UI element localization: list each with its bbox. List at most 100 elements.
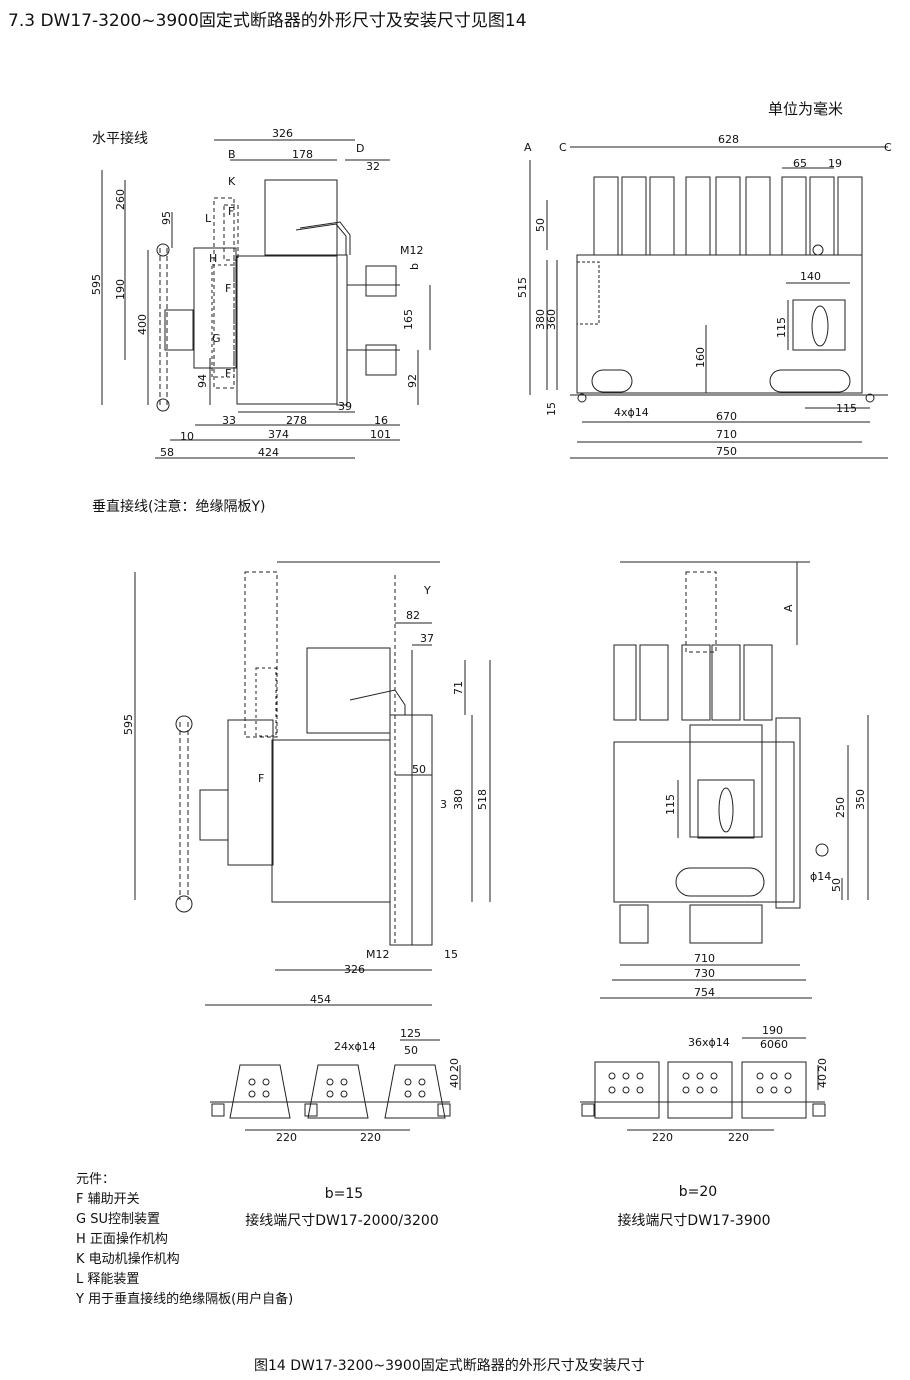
dim-label: F bbox=[225, 282, 231, 295]
dim-label: L bbox=[205, 212, 212, 225]
dim-label: 32 bbox=[366, 160, 380, 173]
dim-label: F bbox=[228, 205, 234, 218]
dim-label: 400 bbox=[136, 314, 149, 335]
dim-label: 220 bbox=[652, 1131, 673, 1144]
dim-label: 374 bbox=[268, 428, 289, 441]
legend-heading: 元件： bbox=[76, 1172, 116, 1187]
dim-label: 4xϕ14 bbox=[614, 406, 649, 419]
dim-label: C bbox=[559, 141, 567, 154]
dim-label: 710 bbox=[716, 428, 737, 441]
dim-label: 754 bbox=[694, 986, 715, 999]
page-title: 7.3 DW17-3200~3900固定式断路器的外形尺寸及安装尺寸见图14 bbox=[8, 11, 527, 31]
dim-labels-h1: 326 B 178 D K 32 260 95 L F H M12 b 595 … bbox=[90, 127, 424, 459]
terminal-detail-right bbox=[580, 1037, 826, 1131]
view-vertical-front bbox=[600, 561, 869, 999]
dim-label: M12 bbox=[400, 244, 424, 257]
dim-label: 115 bbox=[836, 402, 857, 415]
dim-label: 16 bbox=[374, 414, 388, 427]
dim-label: 58 bbox=[160, 446, 174, 459]
legend-item: Y 用于垂直接线的绝缘隔板(用户自备) bbox=[76, 1292, 294, 1307]
dim-label: 140 bbox=[800, 270, 821, 283]
dim-label: M12 bbox=[366, 948, 390, 961]
dim-label: 94 bbox=[196, 374, 209, 388]
dim-labels-h2: A C 628 C 65 19 50 515 140 380 360 115 1… bbox=[516, 133, 892, 458]
dim-label: 101 bbox=[370, 428, 391, 441]
dim-label: 515 bbox=[516, 277, 529, 298]
dim-label: 50 bbox=[830, 878, 843, 892]
vertical-view-label: 垂直接线(注意：绝缘隔板Y) bbox=[92, 499, 266, 515]
legend-item: H 正面操作机构 bbox=[76, 1232, 168, 1247]
dim-label: F bbox=[258, 772, 264, 785]
dim-label: 115 bbox=[775, 317, 788, 338]
dim-label: 250 bbox=[834, 797, 847, 818]
dim-label: 670 bbox=[716, 410, 737, 423]
dim-label: 125 bbox=[400, 1027, 421, 1040]
view-horizontal-side bbox=[101, 139, 431, 459]
dim-label: 71 bbox=[452, 681, 465, 695]
dim-label: 190 bbox=[762, 1024, 783, 1037]
dim-label: 165 bbox=[402, 309, 415, 330]
dim-label: 190 bbox=[114, 279, 127, 300]
dim-label: 24xϕ14 bbox=[334, 1040, 376, 1053]
dim-label: 380 bbox=[452, 789, 465, 810]
dim-label: 92 bbox=[406, 374, 419, 388]
horizontal-view-label: 水平接线 bbox=[92, 131, 148, 147]
legend-item: L 释能装置 bbox=[76, 1272, 140, 1287]
terminal-left-desc: 接线端尺寸DW17-2000/3200 bbox=[245, 1213, 439, 1229]
dim-label: 19 bbox=[828, 157, 842, 170]
dim-label: 595 bbox=[122, 714, 135, 735]
dim-label: 360 bbox=[545, 309, 558, 330]
terminal-right-desc: 接线端尺寸DW17-3900 bbox=[617, 1213, 771, 1229]
dim-label: 6060 bbox=[760, 1038, 788, 1051]
dim-label: A bbox=[524, 141, 532, 154]
dim-label: 326 bbox=[272, 127, 293, 140]
dim-labels-v1: Y 82 37 71 595 50 380 518 3 F M12 15 326… bbox=[122, 584, 489, 1006]
dim-labels-t2: 190 36xϕ14 6060 20 40 220 220 bbox=[652, 1024, 829, 1144]
dim-label: 220 bbox=[728, 1131, 749, 1144]
dim-label: 730 bbox=[694, 967, 715, 980]
dim-label: 15 bbox=[444, 948, 458, 961]
legend-item: F 辅助开关 bbox=[76, 1192, 140, 1207]
dim-label: 40 bbox=[448, 1074, 461, 1088]
dim-label: 50 bbox=[412, 763, 426, 776]
dim-label: 260 bbox=[114, 189, 127, 210]
terminal-detail-left bbox=[210, 1039, 461, 1131]
dim-label: 33 bbox=[222, 414, 236, 427]
terminal-right-b: b=20 bbox=[678, 1184, 718, 1200]
dim-label: 710 bbox=[694, 952, 715, 965]
dim-label: F bbox=[225, 367, 231, 380]
dim-label: H bbox=[209, 252, 217, 265]
dim-label: 424 bbox=[258, 446, 279, 459]
dim-label: 326 bbox=[344, 963, 365, 976]
dim-label: 750 bbox=[716, 445, 737, 458]
dim-label: K bbox=[228, 175, 236, 188]
dim-label: 3 bbox=[440, 798, 447, 811]
dim-label: A bbox=[782, 604, 795, 612]
dim-label: 50 bbox=[404, 1044, 418, 1057]
dim-label: 40 bbox=[816, 1074, 829, 1088]
dim-label: Y bbox=[423, 584, 431, 597]
dim-label: 15 bbox=[545, 402, 558, 416]
dim-labels-v2: A 115 250 350 ϕ14 50 710 730 754 bbox=[664, 604, 867, 999]
dim-label: 65 bbox=[793, 157, 807, 170]
dim-label: B bbox=[228, 148, 236, 161]
terminal-left-b: b=15 bbox=[324, 1186, 364, 1202]
dim-labels-t1: 125 24xϕ14 50 20 40 220 220 bbox=[276, 1027, 461, 1144]
legend-item: G SU控制装置 bbox=[76, 1212, 160, 1227]
dim-label: b bbox=[408, 263, 421, 270]
dim-label: 628 bbox=[718, 133, 739, 146]
dim-label: 454 bbox=[310, 993, 331, 1006]
legend-item: K 电动机操作机构 bbox=[76, 1252, 180, 1267]
dim-label: 278 bbox=[286, 414, 307, 427]
dim-label: 20 bbox=[816, 1058, 829, 1072]
dim-label: 39 bbox=[338, 400, 352, 413]
dim-label: 518 bbox=[476, 789, 489, 810]
dim-label: 95 bbox=[160, 211, 173, 225]
dim-label: 350 bbox=[854, 789, 867, 810]
dim-label: 82 bbox=[406, 609, 420, 622]
dim-label: 220 bbox=[360, 1131, 381, 1144]
figure-caption: 图14 DW17-3200~3900固定式断路器的外形尺寸及安装尺寸 bbox=[254, 1358, 645, 1374]
dim-label: 160 bbox=[694, 347, 707, 368]
dim-label: 115 bbox=[664, 794, 677, 815]
